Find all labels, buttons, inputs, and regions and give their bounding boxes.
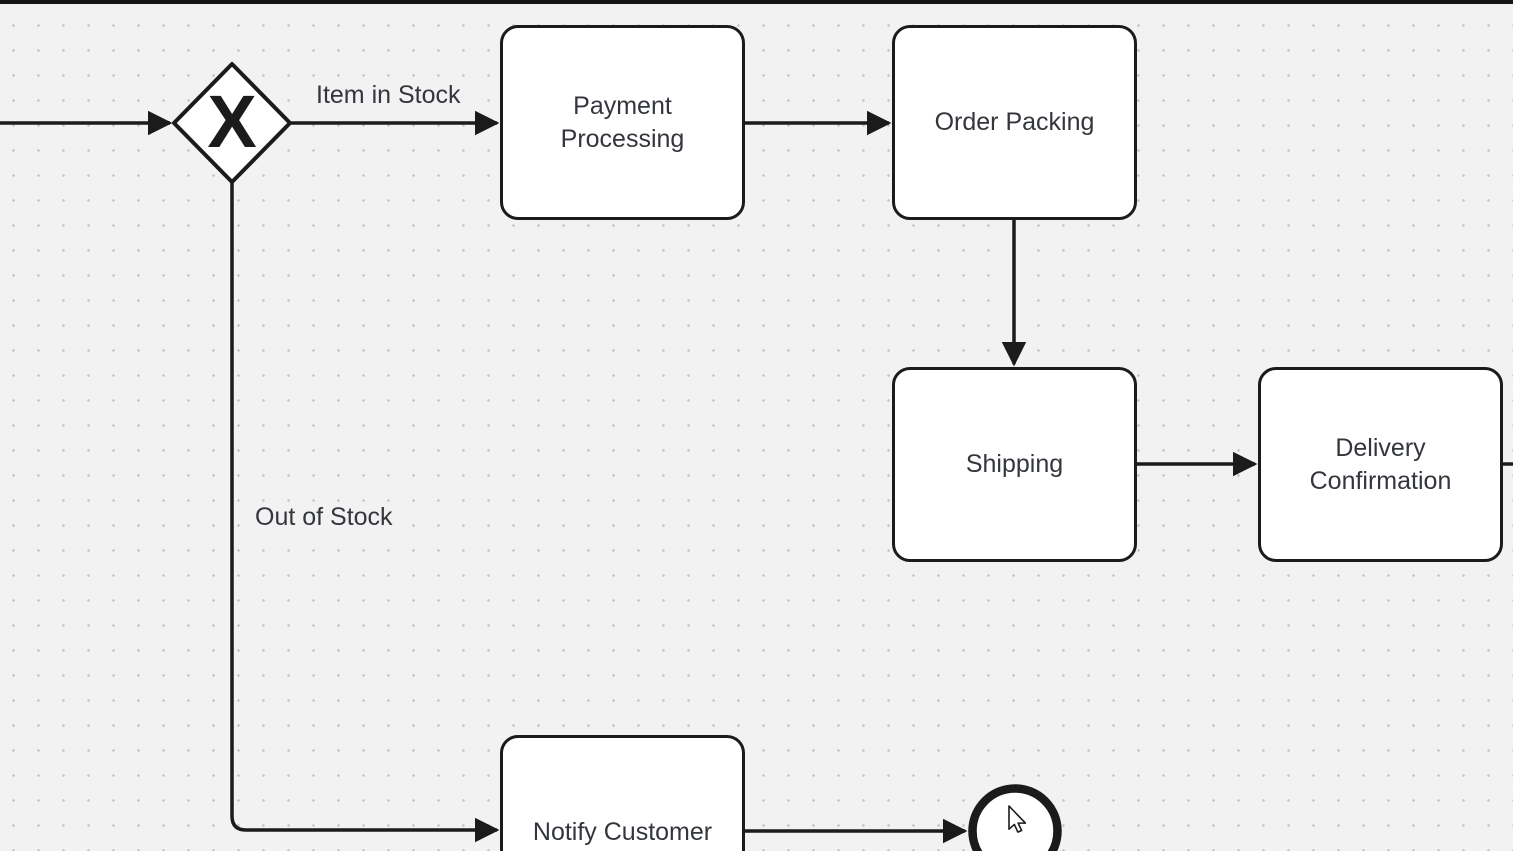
task-delivery-confirmation[interactable]: Delivery Confirmation: [1258, 367, 1503, 562]
edge-label-out-of-stock[interactable]: Out of Stock: [251, 502, 397, 533]
task-label: Notify Customer: [532, 818, 713, 847]
task-notify-customer[interactable]: Notify Customer: [500, 735, 745, 851]
task-label: Order Packing: [934, 108, 1095, 137]
task-shipping[interactable]: Shipping: [892, 367, 1137, 562]
end-event-circle[interactable]: [968, 784, 1062, 851]
gateway-x-marker: X: [207, 79, 257, 163]
exclusive-gateway-shape[interactable]: [172, 62, 292, 184]
task-label: Payment Processing: [560, 92, 685, 153]
task-payment-processing[interactable]: Payment Processing: [500, 25, 745, 220]
canvas-top-border: [0, 0, 1513, 4]
edge-label-item-in-stock[interactable]: Item in Stock: [312, 80, 465, 111]
task-label: Delivery Confirmation: [1309, 434, 1452, 495]
exclusive-gateway[interactable]: X: [167, 58, 297, 188]
edge-gateway-to-notify[interactable]: [230, 182, 500, 843]
task-label: Shipping: [965, 450, 1064, 479]
task-order-packing[interactable]: Order Packing: [892, 25, 1137, 220]
